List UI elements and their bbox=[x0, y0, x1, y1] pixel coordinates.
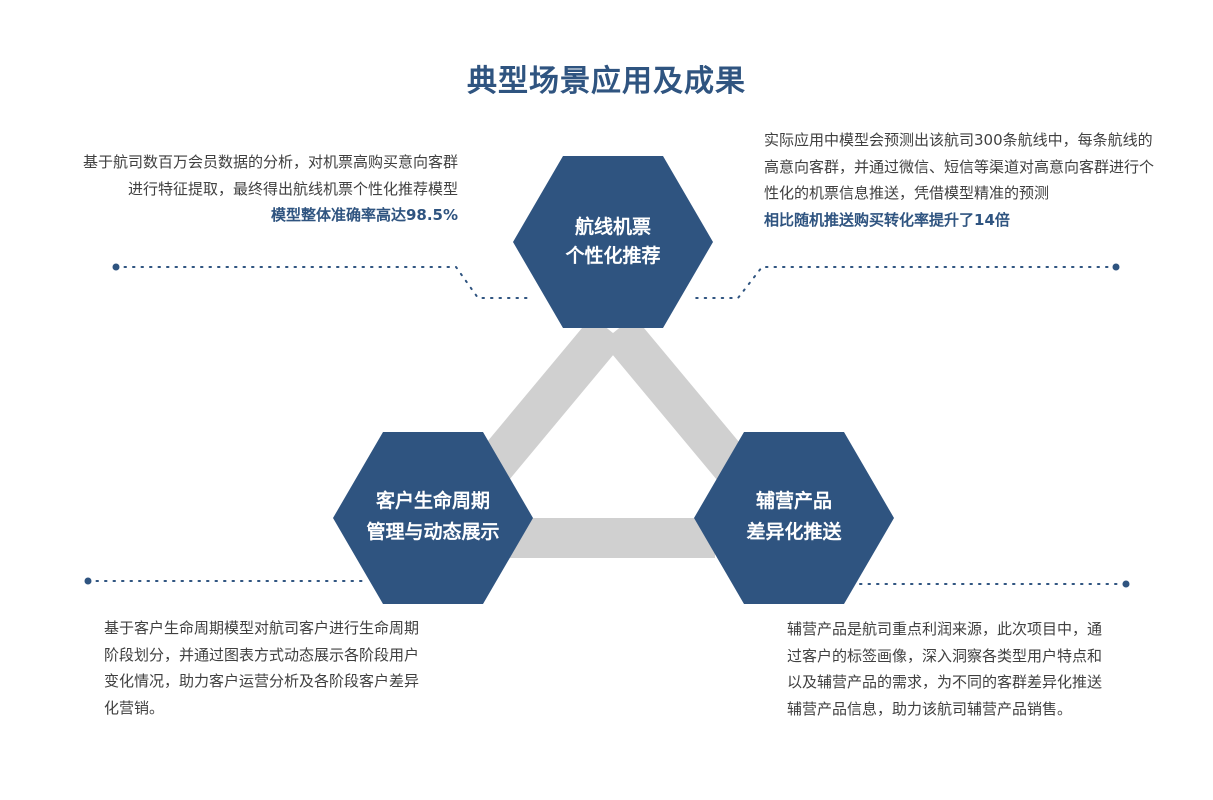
description-top-right-highlight: 相比随机推送购买转化率提升了14倍 bbox=[764, 210, 1010, 229]
hexagon-left-line2: 管理与动态展示 bbox=[366, 520, 499, 543]
connector-bottom bbox=[510, 518, 715, 558]
page-title: 典型场景应用及成果 bbox=[467, 64, 746, 99]
hexagon-left-line1: 客户生命周期 bbox=[376, 489, 490, 512]
description-bottom-left-text: 基于客户生命周期模型对航司客户进行生命周期阶段划分，并通过图表方式动态展示各阶段… bbox=[104, 619, 420, 717]
hexagon-top-line2: 个性化推荐 bbox=[564, 244, 660, 267]
hexagon-top-line1: 航线机票 bbox=[575, 215, 651, 238]
connector-top-right bbox=[602, 316, 764, 498]
leader-dot-top-right bbox=[1112, 263, 1120, 271]
leader-dot-bottom-left bbox=[84, 577, 92, 585]
description-top-right: 实际应用中模型会预测出该航司300条航线中，每条航线的高意向客群，并通过微信、短… bbox=[764, 127, 1156, 233]
description-bottom-right-text: 辅营产品是航司重点利润来源，此次项目中，通过客户的标签画像，深入洞察各类型用户特… bbox=[787, 620, 1103, 718]
leader-dot-top-left bbox=[112, 263, 120, 271]
description-top-left: 基于航司数百万会员数据的分析，对机票高购买意向客群进行特征提取，最终得出航线机票… bbox=[80, 149, 458, 229]
hexagon-ancillary-product-push[interactable]: 辅营产品 差异化推送 bbox=[694, 432, 894, 604]
hexagon-route-ticket-recommendation[interactable]: 航线机票 个性化推荐 bbox=[513, 156, 713, 328]
connector-top-left bbox=[462, 316, 624, 498]
description-top-left-highlight: 模型整体准确率高达98.5% bbox=[270, 206, 458, 224]
description-top-right-text: 实际应用中模型会预测出该航司300条航线中，每条航线的高意向客群，并通过微信、短… bbox=[764, 131, 1155, 202]
description-bottom-left: 基于客户生命周期模型对航司客户进行生命周期阶段划分，并通过图表方式动态展示各阶段… bbox=[104, 615, 422, 721]
description-bottom-right: 辅营产品是航司重点利润来源，此次项目中，通过客户的标签画像，深入洞察各类型用户特… bbox=[787, 616, 1109, 722]
hexagon-right-line2: 差异化推送 bbox=[746, 520, 842, 543]
leader-line-top-left bbox=[115, 266, 531, 299]
leader-dot-bottom-right bbox=[1122, 580, 1130, 588]
hexagon-right-line1: 辅营产品 bbox=[756, 489, 832, 512]
hexagon-customer-lifecycle[interactable]: 客户生命周期 管理与动态展示 bbox=[333, 432, 533, 604]
description-top-left-text: 基于航司数百万会员数据的分析，对机票高购买意向客群进行特征提取，最终得出航线机票… bbox=[82, 153, 458, 198]
leader-line-top-right bbox=[689, 266, 1117, 299]
